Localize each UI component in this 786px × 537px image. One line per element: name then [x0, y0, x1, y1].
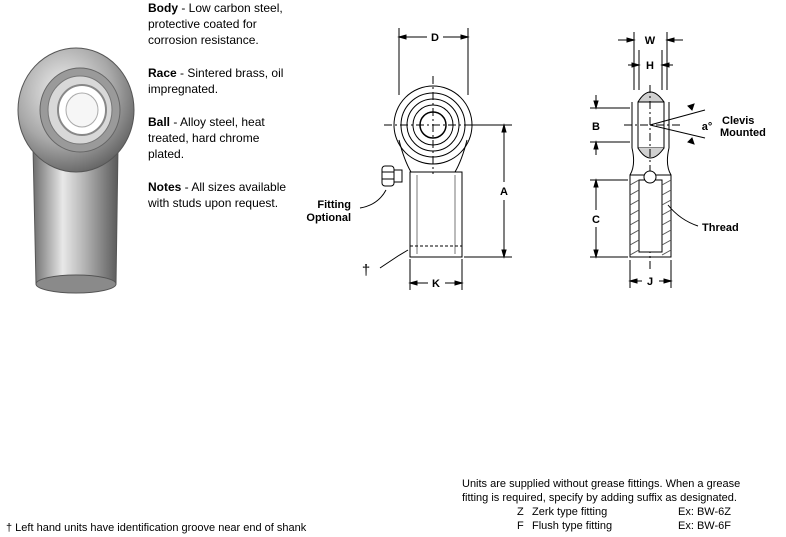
dim-h-label: H — [646, 60, 654, 72]
grease-fitting-body — [381, 165, 395, 187]
dim-w-arrow-left — [626, 37, 636, 43]
dim-b-label: B — [592, 121, 600, 133]
dim-d-arrow-left — [397, 34, 407, 40]
left-hand-footnote: † Left hand units have identification gr… — [6, 522, 307, 534]
ball-top-cap — [637, 91, 665, 103]
angle-arrow-upper — [687, 103, 695, 111]
dim-w-label: W — [645, 35, 656, 47]
side-view-drawing: W H B C J a° Clevis Mounted Thread — [590, 32, 766, 288]
grease-fitting-note: Units are supplied without grease fittin… — [462, 477, 782, 533]
dim-k-arrow-left — [408, 280, 418, 286]
dim-j-arrow-left — [628, 278, 638, 284]
clevis-mounted-label-line1: Clevis — [722, 115, 754, 127]
grease-fitting-stem — [393, 169, 403, 183]
option-code: Z — [517, 506, 524, 518]
dim-c-arrow-bottom — [593, 249, 599, 259]
fitting-optional-label-line1: Fitting — [317, 199, 351, 211]
dim-b-arrow-bottom — [593, 140, 599, 150]
option-example: Ex: BW-6F — [678, 520, 731, 532]
dim-a-label: A — [500, 186, 508, 198]
side-thread-bore — [638, 179, 663, 253]
front-view-drawing: D A K Fitting Optional † — [306, 28, 512, 290]
grease-note-line2: fitting is required, specify by adding s… — [462, 492, 737, 504]
dagger-leader-line — [379, 249, 409, 269]
fitting-optional-label-line2: Optional — [306, 212, 351, 224]
angle-line-lower — [649, 124, 706, 139]
dim-d-label: D — [431, 32, 439, 44]
dim-w-arrow-right — [665, 37, 675, 43]
fitting-leader-line — [359, 189, 387, 209]
option-desc: Zerk type fitting — [532, 506, 608, 518]
dim-a-arrow-bottom — [501, 249, 507, 259]
dim-k-label: K — [432, 278, 440, 290]
left-hand-dagger-mark: † — [362, 262, 370, 279]
dim-c-label: C — [592, 214, 600, 226]
clevis-mounted-label-line2: Mounted — [720, 127, 766, 139]
spec-body: Body - Low carbon steel, protective coat… — [148, 1, 283, 47]
dim-b-arrow-top — [593, 100, 599, 110]
spec-list: Body - Low carbon steel, protective coat… — [148, 0, 298, 228]
dim-h-arrow-right — [660, 62, 670, 68]
angle-line-upper — [649, 109, 706, 126]
option-desc: Flush type fitting — [532, 520, 613, 532]
option-example: Ex: BW-6Z — [678, 506, 731, 518]
ball-bottom-cap — [637, 147, 665, 159]
dim-h-arrow-left — [631, 62, 641, 68]
angle-arrow-lower — [687, 137, 695, 145]
dim-a-arrow-top — [501, 123, 507, 133]
spec-ball: Ball - Alloy steel, heat treated, hard c… — [148, 115, 265, 161]
neck-outline — [398, 139, 468, 173]
grease-note-line1: Units are supplied without grease fittin… — [462, 478, 741, 490]
grease-option-flush: F Flush type fitting Ex: BW-6F — [462, 519, 782, 533]
dim-d-arrow-right — [460, 34, 470, 40]
thread-label: Thread — [702, 222, 739, 234]
option-code: F — [517, 520, 524, 532]
dim-j-arrow-right — [663, 278, 673, 284]
rod-end-photo — [17, 47, 135, 294]
side-fitting-hole — [643, 170, 657, 184]
grease-option-zerk: Z Zerk type fitting Ex: BW-6Z — [462, 505, 782, 519]
dim-k-arrow-right — [454, 280, 464, 286]
shank-outline — [409, 171, 463, 258]
side-neck-outline — [629, 147, 672, 176]
angle-label: a° — [702, 121, 713, 133]
dim-j-label: J — [647, 276, 653, 288]
dim-c-arrow-top — [593, 178, 599, 188]
thread-leader-line — [667, 204, 699, 227]
spec-notes: Notes - All sizes available with studs u… — [148, 180, 287, 210]
spec-race: Race - Sintered brass, oil impregnated. — [148, 66, 284, 96]
